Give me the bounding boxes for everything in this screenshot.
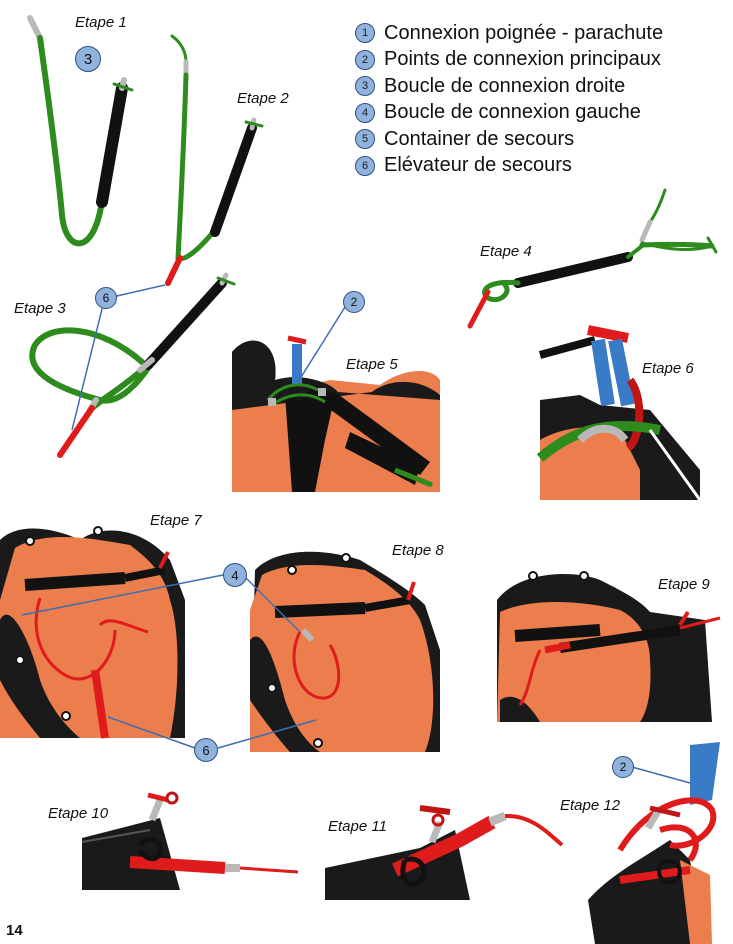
legend-item-3: 3 Boucle de connexion droite [355,73,663,100]
step-3-label: Etape 3 [14,300,66,317]
step-9-illustration [497,572,720,722]
callout-6-steps7-8: 6 [194,738,218,762]
step-1-label: Etape 1 [75,14,127,31]
legend-text: Elévateur de secours [384,154,572,177]
step-5-label: Etape 5 [346,356,398,373]
callout-6-step3: 6 [95,287,117,309]
legend-number-badge: 6 [355,156,375,176]
step-7-label: Etape 7 [150,512,202,529]
legend-number-badge: 1 [355,23,375,43]
step-5-illustration [232,338,440,492]
callout-2-step5: 2 [343,291,365,313]
step-10-illustration [82,793,298,890]
step-2-label: Etape 2 [237,90,289,107]
step-6-illustration [540,330,700,500]
legend-text: Boucle de connexion gauche [384,101,641,124]
legend-item-1: 1 Connexion poignée - parachute [355,20,663,47]
legend-item-6: 6 Elévateur de secours [355,153,663,180]
step-4-label: Etape 4 [480,243,532,260]
callout-3: 3 [75,46,101,72]
step-9-label: Etape 9 [658,576,710,593]
step-7-illustration [0,527,185,738]
legend-number-badge: 2 [355,50,375,70]
legend-text: Connexion poignée - parachute [384,22,663,45]
legend-number-badge: 5 [355,129,375,149]
legend-number-badge: 4 [355,103,375,123]
legend-text: Boucle de connexion droite [384,75,625,98]
page-number: 14 [6,922,23,939]
legend: 1 Connexion poignée - parachute 2 Points… [355,20,663,179]
step-11-label: Etape 11 [328,818,387,835]
step-6-label: Etape 6 [642,360,694,377]
legend-text: Points de connexion principaux [384,48,661,71]
step-12-label: Etape 12 [560,797,620,814]
legend-number-badge: 3 [355,76,375,96]
callout-4: 4 [223,563,247,587]
step-10-label: Etape 10 [48,805,108,822]
legend-item-4: 4 Boucle de connexion gauche [355,100,663,127]
legend-text: Container de secours [384,128,574,151]
step-8-label: Etape 8 [392,542,444,559]
step-8-illustration [250,552,440,752]
legend-item-2: 2 Points de connexion principaux [355,47,663,74]
callout-2-step12: 2 [612,756,634,778]
step-2-illustration [168,36,262,283]
legend-item-5: 5 Container de secours [355,126,663,153]
